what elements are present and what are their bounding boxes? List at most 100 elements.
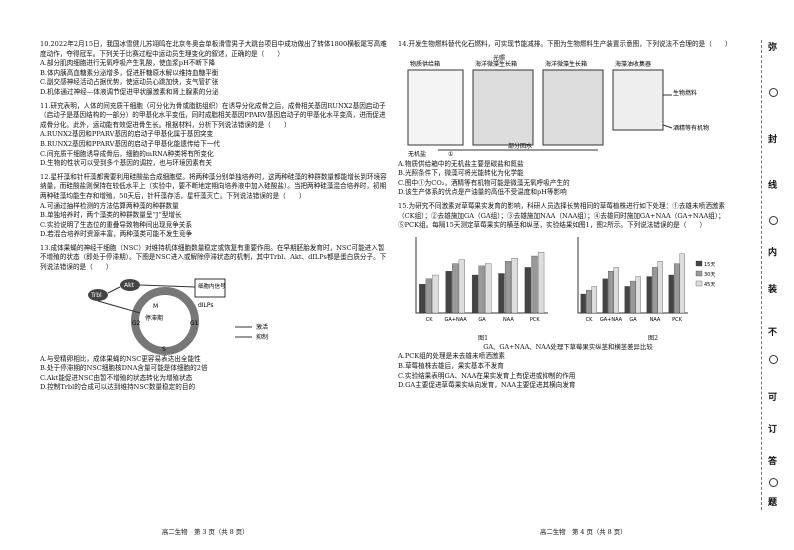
question-11-stem: 11.研究表明，人体的间充质干细胞（可分化为骨或脂肪组织）在诱导分化成骨之后，成… [40,101,386,129]
phase-g1: G1 [190,320,199,327]
question-14-stem: 14.开发生物燃料替代化石燃料，可实现节能减排。下图为生物燃料生产装置示意图，下… [398,40,732,48]
question-12-option-c: C.实验说明了生态位的重叠导致物种间出现竞争关系 [40,220,192,229]
trbl-node [88,288,108,301]
question-14-option-b: B.光照条件下，微藻可将光能转化为化学能 [398,169,524,178]
chart-bar [624,286,630,313]
chart-bar [485,263,492,313]
question-13-option-b: B.处于停滞期的NSC细胞核DNA含量可能是体细胞的2倍 [40,364,208,373]
box1-label: 物质供给箱 [410,60,440,68]
x-tick-label: GA [629,317,637,323]
chart-bar [511,257,518,313]
question-13-option-d: D.控制Trbl的合成可以达到维持NSC数量稳定的目的 [40,383,196,392]
side-char-9: 答 [768,457,778,467]
binding-hole-4 [769,478,778,487]
legend-inhibit: 抑制 [256,333,268,341]
chart-bar [419,283,426,313]
question-11: 11.研究表明，人体的间充质干细胞（可分化为骨或脂肪组织）在诱导分化成骨之后，成… [40,102,390,169]
out1-label: 生物燃料 [673,89,697,97]
legend-activate: 激活 [256,323,268,331]
legend-label: 30天 [704,272,715,278]
arrest-label: 停滞期 [145,314,163,322]
salt-label: 无机盐 [408,150,426,158]
out2-arrow [662,124,673,129]
supply-box [407,69,464,146]
chart-bar [452,263,459,313]
question-10-option-a: A.部分肌肉细胞进行无氧呼吸产生乳酸，使血浆pH不断下降 [40,59,216,68]
algae-box-2 [542,69,604,146]
out2-label: 酒精等有机物 [673,124,709,132]
figure-caption: GA、GA+NAA、NAA处理下草莓果实纵茎和横茎差异比较 [483,342,653,351]
footer-left: 高二生物 第 3 页（共 8 页） [162,528,249,536]
chart-bar [537,251,545,313]
left-column: 10.2022年2月15日，我国冰雪健儿苏翊鸣在北京冬奥会单板滑雪男子大跳台项目… [40,40,390,397]
phase-m: M [153,303,158,310]
chart-bar [531,255,538,313]
trbl-akt-arrow [107,286,121,294]
chart-bar [524,267,531,313]
binding-hole-1 [769,88,778,97]
question-13-option-c: C.Akt能促进NSC由暂不增殖的状态转化为增殖状态 [40,373,193,382]
cell-cycle-svg: M G1 S G2 停滞期 Trbl Akt 细胞内信号 dILPs [88,278,268,355]
right-column: 14.开发生物燃料替代化石燃料，可实现节能减排。下图为生物燃料生产装置示意图，下… [398,40,738,395]
question-14-option-a: A.物质供给箱中的无机盐主要是碳盐和氮盐 [398,159,524,168]
chart-bar [591,286,597,313]
question-13-stem: 13.成体果蝇的神经干细胞（NSC）对维持机体细胞数量稳定或恢复有重要作用。在早… [40,243,387,272]
akt-signal-line [139,284,196,288]
question-12-option-a: A.可通过抽样检测的方法估算两种藻的种群数量 [40,201,179,210]
chart-bar [471,274,479,313]
box3-label: 海洋微藻生长箱 [545,60,587,68]
side-char-1: 弥 [768,43,778,53]
recycle-label: 部分回水 [508,142,532,150]
question-12-option-d: D.若混合培养时资源丰富，两种藻类可能不发生竞争 [40,230,193,239]
question-15: 15.为研究不同激素对草莓果实发育的影响，科研人员选择长势相同的草莓植株进行如下… [398,202,738,391]
chart-bar [674,263,680,313]
question-15-stem: 15.为研究不同激素对草莓果实发育的影响，科研人员选择长势相同的草莓植株进行如下… [398,201,725,230]
side-char-3: 线 [768,181,778,191]
legend-label: 15天 [704,262,715,268]
side-char-5: 装 [768,285,778,295]
dilps-label: dILPs [198,302,214,309]
cell-cycle-diagram: M G1 S G2 停滞期 Trbl Akt 细胞内信号 dILPs [40,273,390,355]
signal-box [194,278,226,298]
side-char-2: 封 [768,135,778,145]
x-tick-label: PCK [672,317,683,323]
chart-bar [602,278,608,313]
biofuel-diagram: 光照 物质供给箱 海洋微藻生长箱 海洋微藻生长箱 海藻油收集器 无机盐 部分回水… [398,50,738,160]
chart-bar [432,274,439,313]
legend-label: 45天 [704,282,715,288]
footer-right: 高二生物 第 4 页（共 8 页） [540,528,627,536]
chart-bar [652,267,658,313]
chart-bar [498,273,505,313]
chart-bar [679,253,685,313]
question-11-option-d: D.生物的性状可以受到多个基因的调控，也与环境因素有关 [40,159,212,168]
chart-bar [478,265,485,313]
side-char-6: 不 [768,328,778,338]
question-15-option-c: C.实验结果表明GA、NAA在果实发育上有促进或抑制的作用 [398,371,576,380]
phase-g2: G2 [132,320,141,327]
circle-1-label: ① [448,151,453,158]
question-10: 10.2022年2月15日，我国冰雪健儿苏翊鸣在北京冬奥会单板滑雪男子大跳台项目… [40,40,390,98]
x-tick-label: NAA [503,317,514,323]
side-char-10: 题 [768,498,778,508]
binding-hole-3 [769,355,778,364]
x-tick-label: CK [586,317,593,323]
question-11-option-b: B.RUNX2基因和PPARV基因的启动子甲基化能遗传给下一代 [40,139,220,148]
chart-bar [635,276,641,313]
akt-node [120,278,140,291]
question-14-option-d: D.该生产体系的优点是产油量的高低不受温度和pH等影响 [398,188,567,197]
trbl-cycle-line [97,300,141,314]
question-15-option-b: B.草莓植株去雄后，果实基本不发育 [398,361,504,370]
question-14-option-c: C.图中①为CO₂，酒精等有机物可能是微藻无氧呼吸产生的 [398,178,570,187]
chart-bar [504,260,512,313]
chart-bar [646,276,652,313]
cycle-ring [131,286,199,355]
chart-bar [613,267,619,313]
side-char-8: 订 [768,425,778,435]
legend-swatch [695,270,703,276]
chart-bar [586,289,592,313]
binding-hole-2 [769,216,778,225]
box4-label: 海藻油收集器 [615,60,651,68]
